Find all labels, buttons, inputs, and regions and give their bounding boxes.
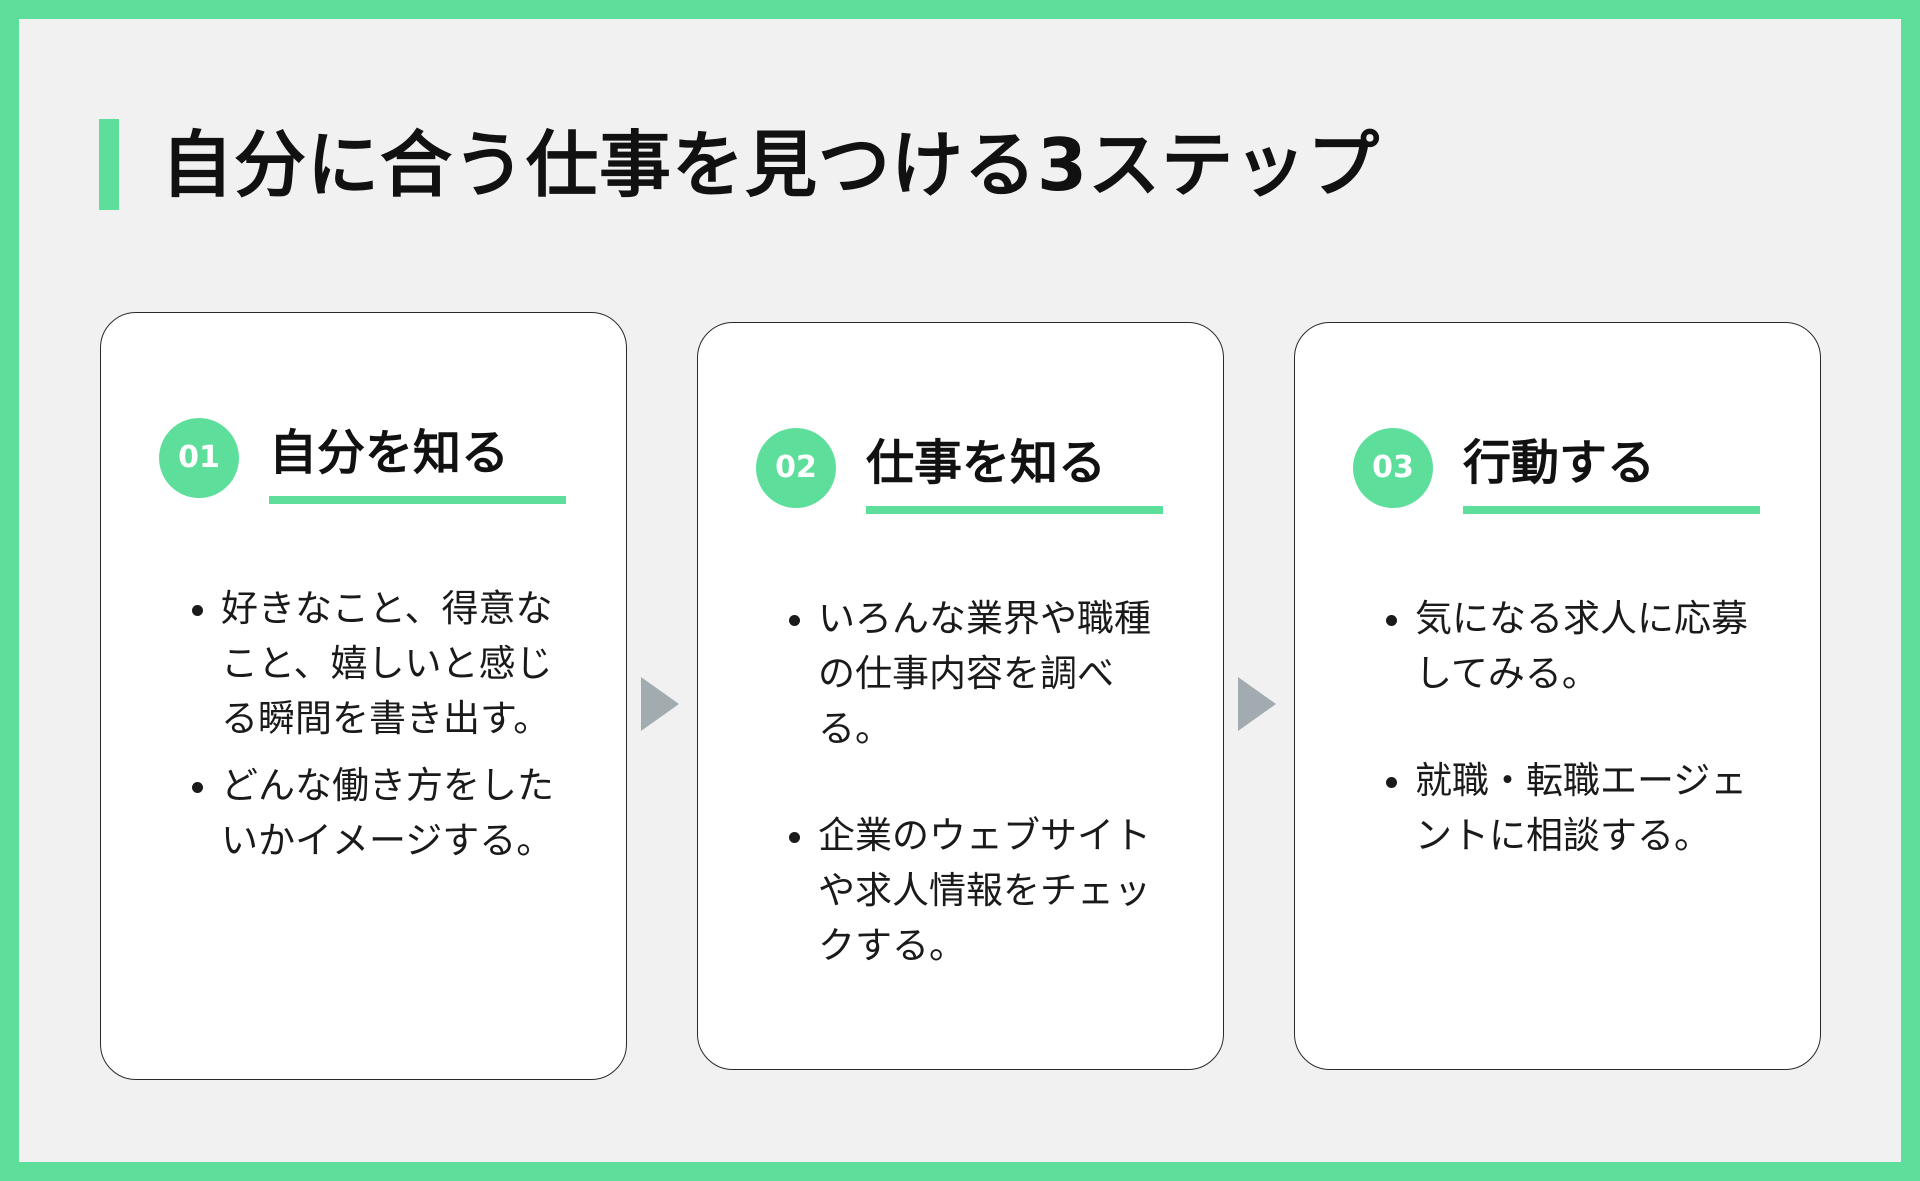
step-card-1: 01 自分を知る 好きなこと、得意なこと、嬉しいと感じる瞬間を書き出す。 どんな… — [100, 312, 627, 1080]
list-item: 気になる求人に応募してみる。 — [1415, 591, 1775, 701]
step-title: 自分を知る — [269, 425, 510, 481]
list-item: 好きなこと、得意なこと、嬉しいと感じる瞬間を書き出す。 — [221, 581, 581, 746]
step-title-underline — [269, 496, 566, 504]
list-item: いろんな業界や職種の仕事内容を調べる。 — [818, 591, 1178, 756]
step-title: 行動する — [1463, 435, 1656, 491]
list-item: どんな働き方をしたいかイメージする。 — [221, 758, 581, 868]
list-item: 企業のウェブサイトや求人情報をチェックする。 — [818, 808, 1178, 973]
page-title: 自分に合う仕事を見つける3ステップ — [161, 123, 1381, 207]
step-bullet-list: いろんな業界や職種の仕事内容を調べる。 企業のウェブサイトや求人情報をチェックす… — [778, 591, 1178, 973]
step-number-badge: 01 — [159, 418, 239, 498]
step-title-underline — [866, 506, 1163, 514]
list-item: 就職・転職エージェントに相談する。 — [1415, 753, 1775, 863]
step-bullet-list: 好きなこと、得意なこと、嬉しいと感じる瞬間を書き出す。 どんな働き方をしたいかイ… — [181, 581, 581, 868]
step-number-badge: 03 — [1353, 428, 1433, 508]
next-step-arrow-icon — [1238, 677, 1276, 731]
title-accent-bar — [99, 119, 119, 210]
step-bullet-list: 気になる求人に応募してみる。 就職・転職エージェントに相談する。 — [1375, 591, 1775, 863]
next-step-arrow-icon — [641, 677, 679, 731]
step-title-underline — [1463, 506, 1760, 514]
step-title: 仕事を知る — [866, 435, 1107, 491]
step-number-badge: 02 — [756, 428, 836, 508]
step-card-3: 03 行動する 気になる求人に応募してみる。 就職・転職エージェントに相談する。 — [1294, 322, 1821, 1070]
step-card-2: 02 仕事を知る いろんな業界や職種の仕事内容を調べる。 企業のウェブサイトや求… — [697, 322, 1224, 1070]
